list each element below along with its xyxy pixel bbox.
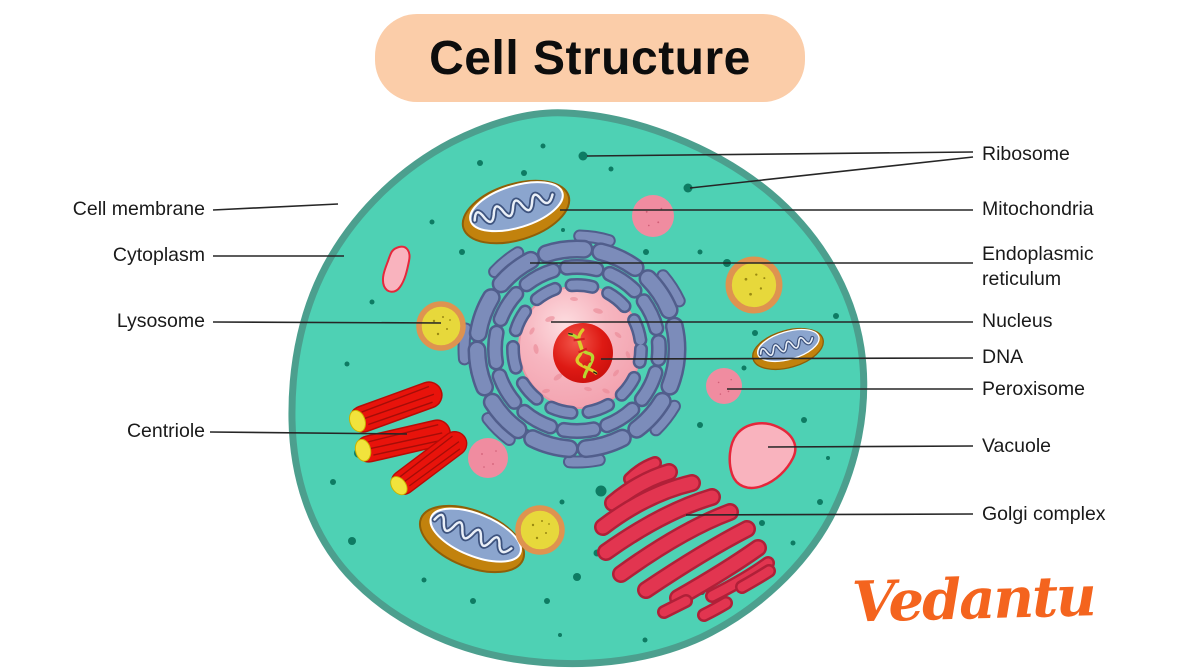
label-nucleus: Nucleus xyxy=(982,310,1053,332)
title-badge: Cell Structure xyxy=(375,14,805,102)
vacuole-graphic-small xyxy=(381,245,411,293)
leader-line-vacuole xyxy=(767,445,974,448)
peroxisome-graphic-center xyxy=(468,438,508,478)
peroxisome-graphic-top xyxy=(632,195,674,237)
endoplasmic-reticulum-graphic xyxy=(457,229,697,469)
leader-line-lysosome xyxy=(212,321,442,324)
dna-graphic xyxy=(567,328,598,379)
label-centriole: Centriole xyxy=(126,420,205,442)
leader-line-dna xyxy=(600,357,974,360)
leader-line-ribosome-1 xyxy=(586,151,974,157)
leader-lines xyxy=(209,151,974,516)
nucleus-graphic xyxy=(518,285,642,409)
nucleolus-graphic xyxy=(553,323,613,383)
label-cell-membrane: Cell membrane xyxy=(72,198,205,220)
label-dna: DNA xyxy=(982,346,1024,368)
leader-line-ribosome-2 xyxy=(689,156,974,189)
label-vacuole: Vacuole xyxy=(982,435,1052,457)
label-ribosome: Ribosome xyxy=(982,143,1070,165)
label-endoplasmic-reticulum: Endoplasmic reticulum xyxy=(982,243,1094,290)
lysosome-graphic-bottom xyxy=(518,508,562,552)
lysosome-graphic-right xyxy=(729,260,780,311)
vacuole-graphic xyxy=(728,421,797,490)
label-peroxisome: Peroxisome xyxy=(982,378,1085,400)
nucleus-speckles xyxy=(529,296,631,394)
label-lysosome: Lysosome xyxy=(116,310,205,332)
leader-line-cell-membrane xyxy=(212,203,339,211)
golgi-complex-graphic xyxy=(594,456,776,622)
lysosome-graphic-left xyxy=(419,304,463,348)
label-cytoplasm: Cytoplasm xyxy=(112,244,205,266)
peroxisome-graphic-right xyxy=(706,368,742,404)
label-mitochondria: Mitochondria xyxy=(982,198,1094,220)
page-title: Cell Structure xyxy=(429,31,751,85)
leader-line-golgi xyxy=(685,513,974,516)
leader-line-centriole xyxy=(209,431,408,435)
vedantu-logo: Vedantu xyxy=(851,563,1096,636)
label-golgi-complex: Golgi complex xyxy=(982,503,1106,525)
